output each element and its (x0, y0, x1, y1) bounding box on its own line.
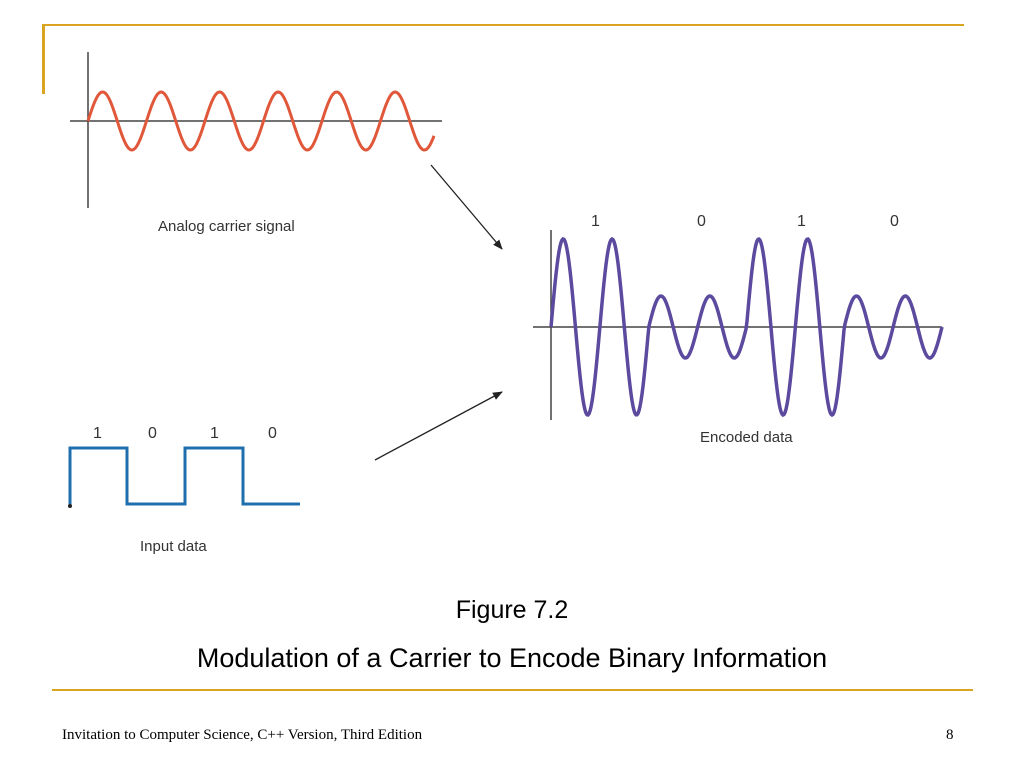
arrow-carrier-to-encoded (430, 164, 503, 250)
input-bit-4: 0 (268, 425, 277, 442)
input-label: Input data (140, 538, 207, 555)
encoded-panel: 1 0 1 0 Encoded data (533, 213, 944, 446)
footer-book-title: Invitation to Computer Science, C++ Vers… (62, 727, 423, 743)
encoded-bit-4: 0 (890, 213, 899, 230)
carrier-panel: Analog carrier signal (70, 52, 442, 235)
figure-title: Modulation of a Carrier to Encode Binary… (196, 643, 828, 673)
footer-page-number: 8 (946, 727, 954, 743)
encoded-bit-2: 0 (697, 213, 706, 230)
top-border (42, 24, 964, 26)
left-border-accent (42, 24, 45, 94)
encoded-wave (549, 236, 944, 418)
encoded-bit-3: 1 (797, 213, 806, 230)
input-bit-3: 1 (210, 425, 219, 442)
carrier-label: Analog carrier signal (158, 218, 295, 235)
modulation-diagram: Analog carrier signal 1 0 1 0 Encoded da… (68, 52, 944, 555)
input-panel: 1 0 1 0 Input data (68, 425, 300, 555)
encoded-label: Encoded data (700, 429, 793, 446)
encoded-bit-1: 1 (591, 213, 600, 230)
bottom-border (52, 689, 973, 691)
input-square-wave (68, 446, 300, 506)
carrier-wave (86, 90, 436, 152)
input-origin-dot (68, 504, 72, 508)
arrow-input-to-encoded (374, 391, 503, 461)
figure-number: Figure 7.2 (455, 596, 569, 624)
input-bit-1: 1 (93, 425, 102, 442)
input-bit-2: 0 (148, 425, 157, 442)
